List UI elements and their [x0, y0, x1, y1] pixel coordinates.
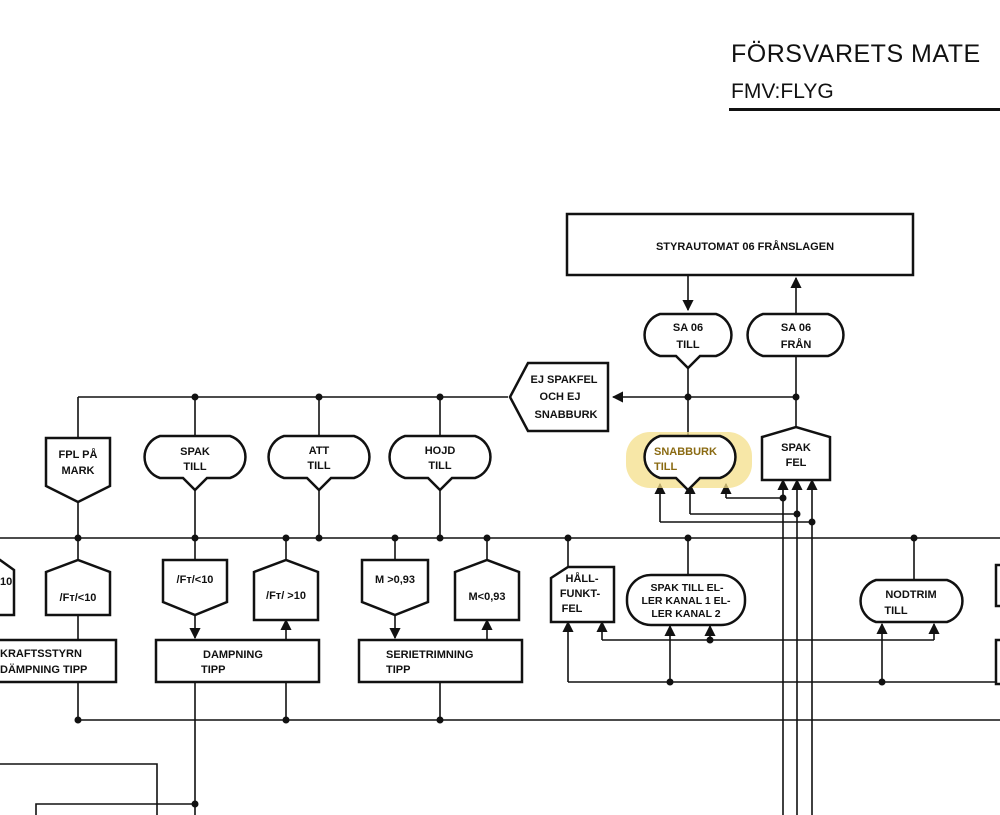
fpl-pa-mark-line1: FPL PÅ: [59, 448, 98, 461]
styrautomat-box: STYRAUTOMAT 06 FRÅNSLAGEN: [565, 212, 915, 277]
spak-till-state: SPAK TILL: [143, 434, 247, 492]
spak-fel-line1: SPAK: [781, 442, 811, 454]
att-till-line1: ATT: [309, 445, 330, 457]
hallfunkt-line1: HÅLL-: [566, 572, 599, 585]
nodtrim-line1: NODTRIM: [885, 589, 936, 601]
fpl-pa-mark-line2: MARK: [62, 465, 95, 477]
mach-lt-condition: M<0,93: [453, 558, 521, 622]
sa06-fran-line1: SA 06: [781, 322, 811, 334]
mach-gt-condition: M >0,93: [360, 558, 430, 617]
hallfunkt-line2: FUNKT-: [560, 588, 601, 600]
ej-spakfel-line1: EJ SPAKFEL: [530, 374, 597, 386]
serietrimning-line1: SERIETRIMNING: [386, 649, 473, 661]
ej-spakfel-condition: EJ SPAKFEL OCH EJ SNABBURK: [508, 361, 610, 433]
fpl-pa-mark-condition: FPL PÅ MARK: [44, 436, 112, 504]
styrautomat-label: STYRAUTOMAT 06 FRÅNSLAGEN: [656, 240, 834, 253]
ft-gt10-condition: /Fᴛ/ >10: [252, 558, 320, 622]
hojd-till-state: HOJD TILL: [388, 434, 492, 492]
spak-fel-line2: FEL: [786, 457, 807, 469]
hallfunkt-fel-condition: HÅLL- FUNKT- FEL: [549, 565, 616, 624]
spak-kanal-line2: LER KANAL 1 EL-: [641, 595, 731, 607]
junction-dots: [74, 393, 918, 808]
spak-till-line2: TILL: [183, 461, 206, 473]
kraftsstyrn-line1: KRAFTSSTYRN: [0, 648, 82, 660]
spak-fel-condition: SPAK FEL: [760, 425, 832, 482]
ft-lt10-a-label: /Fᴛ/<10: [60, 592, 97, 604]
serietrimning-tipp-box: SERIETRIMNING TIPP: [357, 638, 524, 684]
left-cut-condition: 10: [0, 558, 16, 617]
hojd-till-line1: HOJD: [425, 445, 456, 457]
snabburk-till-line1: SNABBURK: [654, 446, 717, 458]
att-till-line2: TILL: [307, 460, 330, 472]
right-cut-shapes: [994, 563, 1000, 686]
sa06-fran-state: SA 06 FRÅN: [746, 312, 845, 358]
sa06-fran-line2: FRÅN: [781, 338, 812, 351]
left-cut-label: 10: [0, 576, 12, 588]
sa06-till-state: SA 06 TILL: [643, 312, 733, 370]
ft-lt10-condition-a: /Fᴛ/<10: [44, 558, 112, 617]
ft-lt10-condition-b: /Fᴛ/<10: [161, 558, 229, 617]
spak-kanal-line1: SPAK TILL EL-: [650, 582, 724, 594]
department-label: FMV:FLYG: [731, 80, 834, 103]
hojd-till-line2: TILL: [428, 460, 451, 472]
nodtrim-till-state: NODTRIM TILL: [859, 578, 964, 624]
sa06-till-line1: SA 06: [673, 322, 703, 334]
dampning-tipp-box: DAMPNING TIPP: [154, 638, 321, 684]
connector-lines: [0, 275, 1000, 815]
header-rule: [729, 108, 1000, 111]
ej-spakfel-line2: OCH EJ: [540, 391, 581, 403]
organization-title: FÖRSVARETS MATE: [731, 40, 981, 68]
spak-till-line1: SPAK: [180, 446, 210, 458]
kraftsstyrn-line2: DÄMPNING TIPP: [0, 663, 87, 676]
att-till-state: ATT TILL: [267, 434, 371, 492]
ej-spakfel-line3: SNABBURK: [535, 409, 598, 421]
mach-lt-label: M<0,93: [469, 591, 506, 603]
dampning-line2: TIPP: [201, 664, 225, 676]
sa06-till-line2: TILL: [676, 339, 699, 351]
spak-kanal-state: SPAK TILL EL- LER KANAL 1 EL- LER KANAL …: [625, 573, 747, 627]
ft-gt10-label: /Fᴛ/ >10: [266, 590, 306, 602]
snabburk-till-line2: TILL: [654, 461, 677, 473]
spak-kanal-line3: LER KANAL 2: [651, 608, 720, 620]
hallfunkt-line3: FEL: [562, 603, 583, 615]
serietrimning-line2: TIPP: [386, 664, 410, 676]
snabburk-till-state: SNABBURK TILL: [626, 432, 752, 492]
kraftsstyrn-box: KRAFTSSTYRN DÄMPNING TIPP: [0, 638, 118, 684]
nodtrim-line2: TILL: [884, 605, 907, 617]
mach-gt-label: M >0,93: [375, 574, 415, 586]
dampning-line1: DAMPNING: [203, 649, 263, 661]
ft-lt10-b-label: /Fᴛ/<10: [177, 574, 214, 586]
